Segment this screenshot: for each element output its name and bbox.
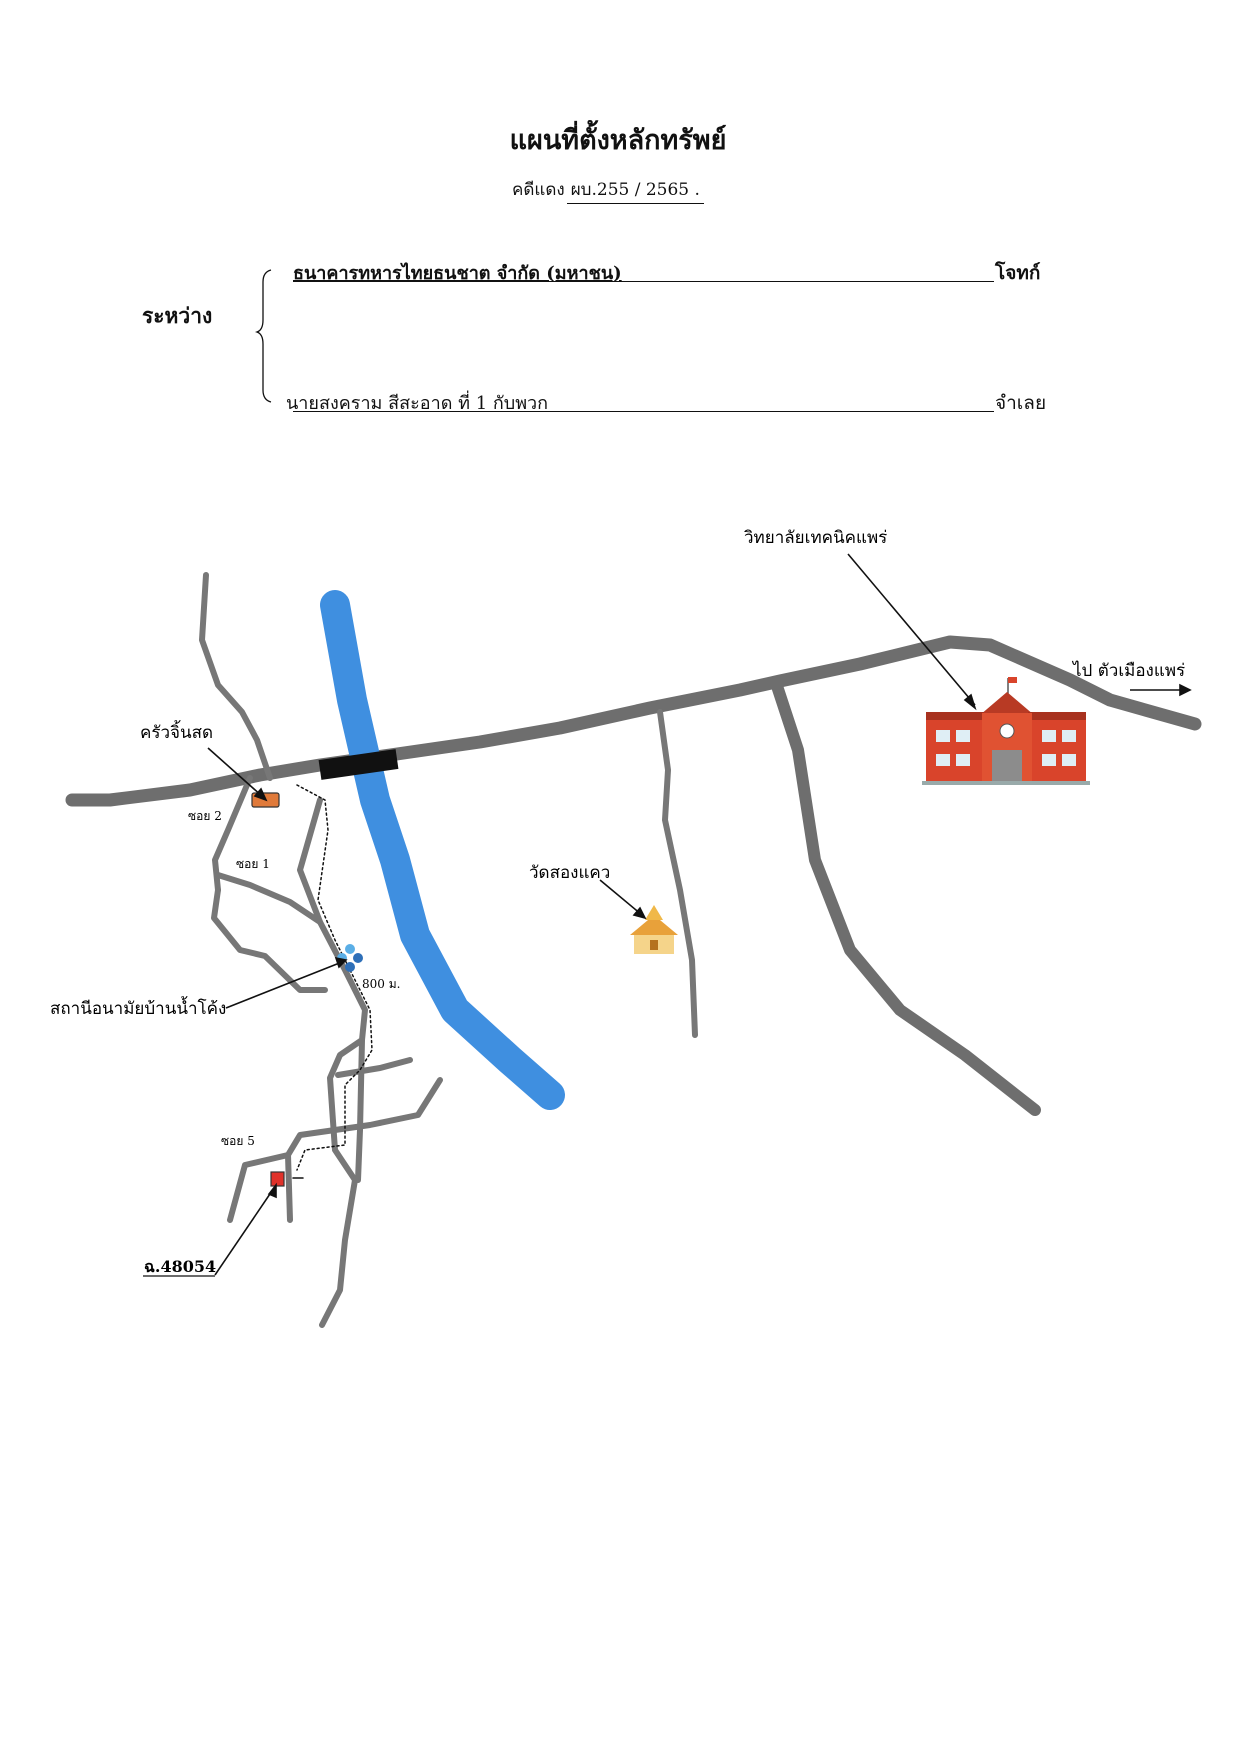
health-station-icon xyxy=(337,944,363,972)
temple-pointer xyxy=(599,879,643,916)
plaintiff-underline xyxy=(293,281,994,282)
temple-road xyxy=(657,709,698,1038)
health-station-pointer xyxy=(225,961,343,1009)
south-road xyxy=(355,1037,365,1183)
bridge xyxy=(318,749,399,780)
restaurant-pointer xyxy=(207,747,264,798)
defendant-name: นายสงคราม สีสะอาด ที่ 1 กับพวก xyxy=(286,393,549,414)
school-building-icon xyxy=(922,677,1090,785)
plaintiff-role: โจทก์ xyxy=(995,262,1041,284)
soi2-label: ซอย 2 xyxy=(188,809,222,823)
property-marker xyxy=(270,1171,285,1187)
deed-pointer xyxy=(214,1187,275,1276)
lane-road xyxy=(285,1152,293,1223)
college-label: วิทยาลัยเทคนิคแพร่ xyxy=(744,528,888,548)
local-road-west xyxy=(211,887,328,993)
defendant-role: จำเลย xyxy=(995,392,1047,414)
soi1-road xyxy=(215,872,323,925)
restaurant-label: ครัวจิ้นสด xyxy=(140,720,213,743)
river xyxy=(320,590,565,1110)
local-road-main xyxy=(297,797,368,1328)
between-label: ระหว่าง xyxy=(142,303,213,328)
health-station-label: สถานีอนามัยบ้านน้ำโค้ง xyxy=(50,996,226,1019)
case-number: ผบ.255 / 2565 . xyxy=(566,176,704,204)
plaintiff-name: ธนาคารทหารไทยธนชาต จำกัด (มหาชน) xyxy=(293,263,622,284)
defendant-underline xyxy=(293,411,994,412)
soi5-road xyxy=(227,1077,443,1223)
east-spur-road xyxy=(335,1057,413,1078)
case-label: คดีแดง xyxy=(512,180,565,200)
northwest-road xyxy=(199,572,273,781)
college-pointer xyxy=(847,553,976,706)
soi1-label: ซอย 1 xyxy=(236,857,270,871)
temple-label: วัดสองแคว xyxy=(529,863,610,883)
deed-label: ฉ.48054 xyxy=(144,1257,216,1276)
party-brace xyxy=(255,269,272,403)
to-city-label: ไป ตัวเมืองแพร่ xyxy=(1071,660,1185,681)
dotted-route xyxy=(296,784,373,1171)
southeast-road xyxy=(771,680,1041,1116)
case-number-line: คดีแดงผบ.255 / 2565 . xyxy=(512,176,704,204)
page-title: แผนที่ตั้งหลักทรัพย์ xyxy=(509,125,727,156)
distance-label: 800 ม. xyxy=(362,977,400,991)
temple-icon xyxy=(630,905,678,954)
soi5-label: ซอย 5 xyxy=(221,1134,255,1148)
main-road xyxy=(65,635,1202,807)
